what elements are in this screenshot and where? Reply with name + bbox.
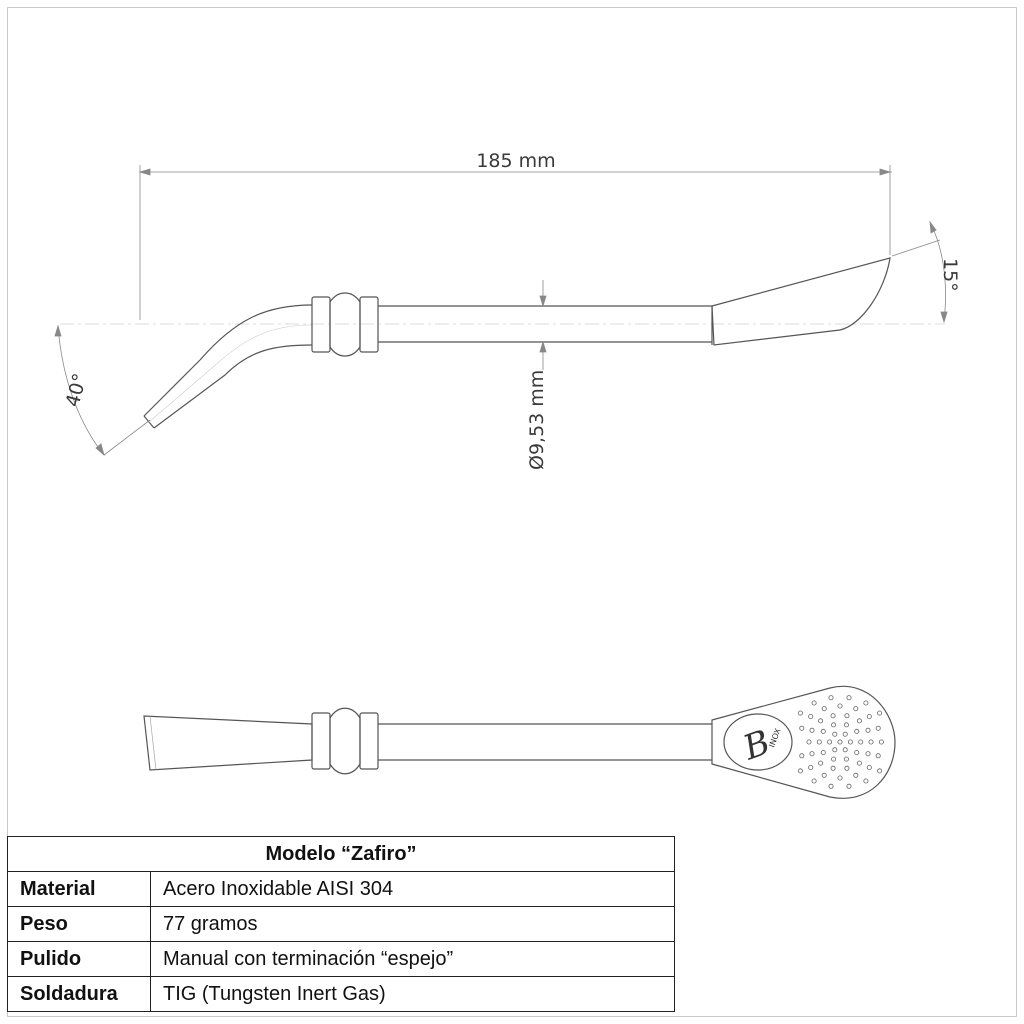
strainer-hole [842, 731, 848, 737]
strainer-hole [853, 772, 859, 778]
strainer-hole [828, 695, 834, 701]
row-value: 77 gramos [150, 906, 675, 942]
strainer-hole [844, 713, 850, 719]
strainer-hole [808, 765, 814, 771]
tip-angle-dimension [54, 324, 151, 457]
strainer-hole [811, 778, 817, 784]
spoon-angle-label: 15° [939, 258, 961, 292]
row-label: Material [7, 871, 151, 907]
strainer-hole [830, 765, 836, 771]
row-label: Peso [7, 906, 151, 942]
strainer-hole [799, 753, 805, 759]
strainer-hole [830, 713, 836, 719]
strainer-hole [797, 710, 803, 716]
strainer-hole [821, 706, 827, 712]
strainer-hole [865, 751, 871, 757]
table-row: Soldadura TIG (Tungsten Inert Gas) [7, 976, 675, 1012]
strainer-hole [847, 739, 853, 745]
strainer-hole [828, 783, 834, 789]
strainer-hole [831, 756, 837, 762]
row-value: TIG (Tungsten Inert Gas) [150, 976, 675, 1012]
strainer-hole [878, 739, 884, 745]
strainer-hole [821, 772, 827, 778]
strainer-hole [818, 760, 824, 766]
strainer-hole [808, 714, 814, 720]
strainer-hole [863, 700, 869, 706]
length-dimension [138, 165, 892, 320]
strainer-hole [831, 722, 837, 728]
strainer-hole [858, 739, 864, 745]
strainer-hole [868, 739, 874, 745]
strainer-hole [856, 718, 862, 724]
logo-text: INOX [767, 727, 782, 749]
strainer-hole [806, 739, 812, 745]
strainer-hole [846, 695, 852, 701]
strainer-hole [816, 739, 822, 745]
strainer-hole [856, 760, 862, 766]
row-label: Soldadura [7, 976, 151, 1012]
row-label: Pulido [7, 941, 151, 977]
strainer-hole [846, 783, 852, 789]
strainer-hole [875, 753, 881, 759]
table-row: Material Acero Inoxidable AISI 304 [7, 871, 675, 907]
strainer-hole [854, 750, 860, 756]
strainer-hole [853, 706, 859, 712]
strainer-hole [837, 703, 843, 709]
table-row: Peso 77 gramos [7, 906, 675, 942]
strainer-hole [865, 727, 871, 733]
strainer-hole [877, 768, 883, 774]
strainer-hole [842, 747, 848, 753]
logo-badge [723, 713, 793, 771]
strainer-hole [837, 775, 843, 781]
strainer-hole [797, 768, 803, 774]
side-view: 185 mm Ø9,53 mm [54, 150, 961, 470]
strainer-hole [837, 739, 843, 745]
drawing-frame [7, 7, 1017, 1017]
diameter-label: Ø9,53 mm [526, 370, 548, 470]
spec-table-title: Modelo “Zafiro” [7, 836, 675, 872]
spec-table: Modelo “Zafiro” Material Acero Inoxidabl… [7, 836, 675, 1012]
strainer-hole [832, 731, 838, 737]
strainer-hole [820, 728, 826, 734]
strainer-hole [809, 751, 815, 757]
strainer-hole [843, 756, 849, 762]
strainer-hole [866, 714, 872, 720]
strainer-hole [854, 728, 860, 734]
strainer-hole [877, 710, 883, 716]
spoon-angle-dimension [891, 220, 948, 324]
row-value: Acero Inoxidable AISI 304 [150, 871, 675, 907]
diameter-dimension [539, 280, 547, 370]
table-row: Pulido Manual con terminación “espejo” [7, 941, 675, 977]
strainer-hole [818, 718, 824, 724]
strainer-hole [811, 700, 817, 706]
strainer-hole [827, 739, 833, 745]
strainer-hole [863, 778, 869, 784]
top-view [143, 685, 896, 799]
strainer-hole [809, 727, 815, 733]
strainer-hole [843, 722, 849, 728]
strainer-hole [866, 765, 872, 771]
length-label: 185 mm [476, 150, 555, 172]
strainer-hole [875, 725, 881, 731]
row-value: Manual con terminación “espejo” [150, 941, 675, 977]
strainer-hole [799, 725, 805, 731]
strainer-holes [797, 695, 884, 789]
strainer-hole [844, 765, 850, 771]
strainer-hole [820, 750, 826, 756]
strainer-hole [832, 747, 838, 753]
